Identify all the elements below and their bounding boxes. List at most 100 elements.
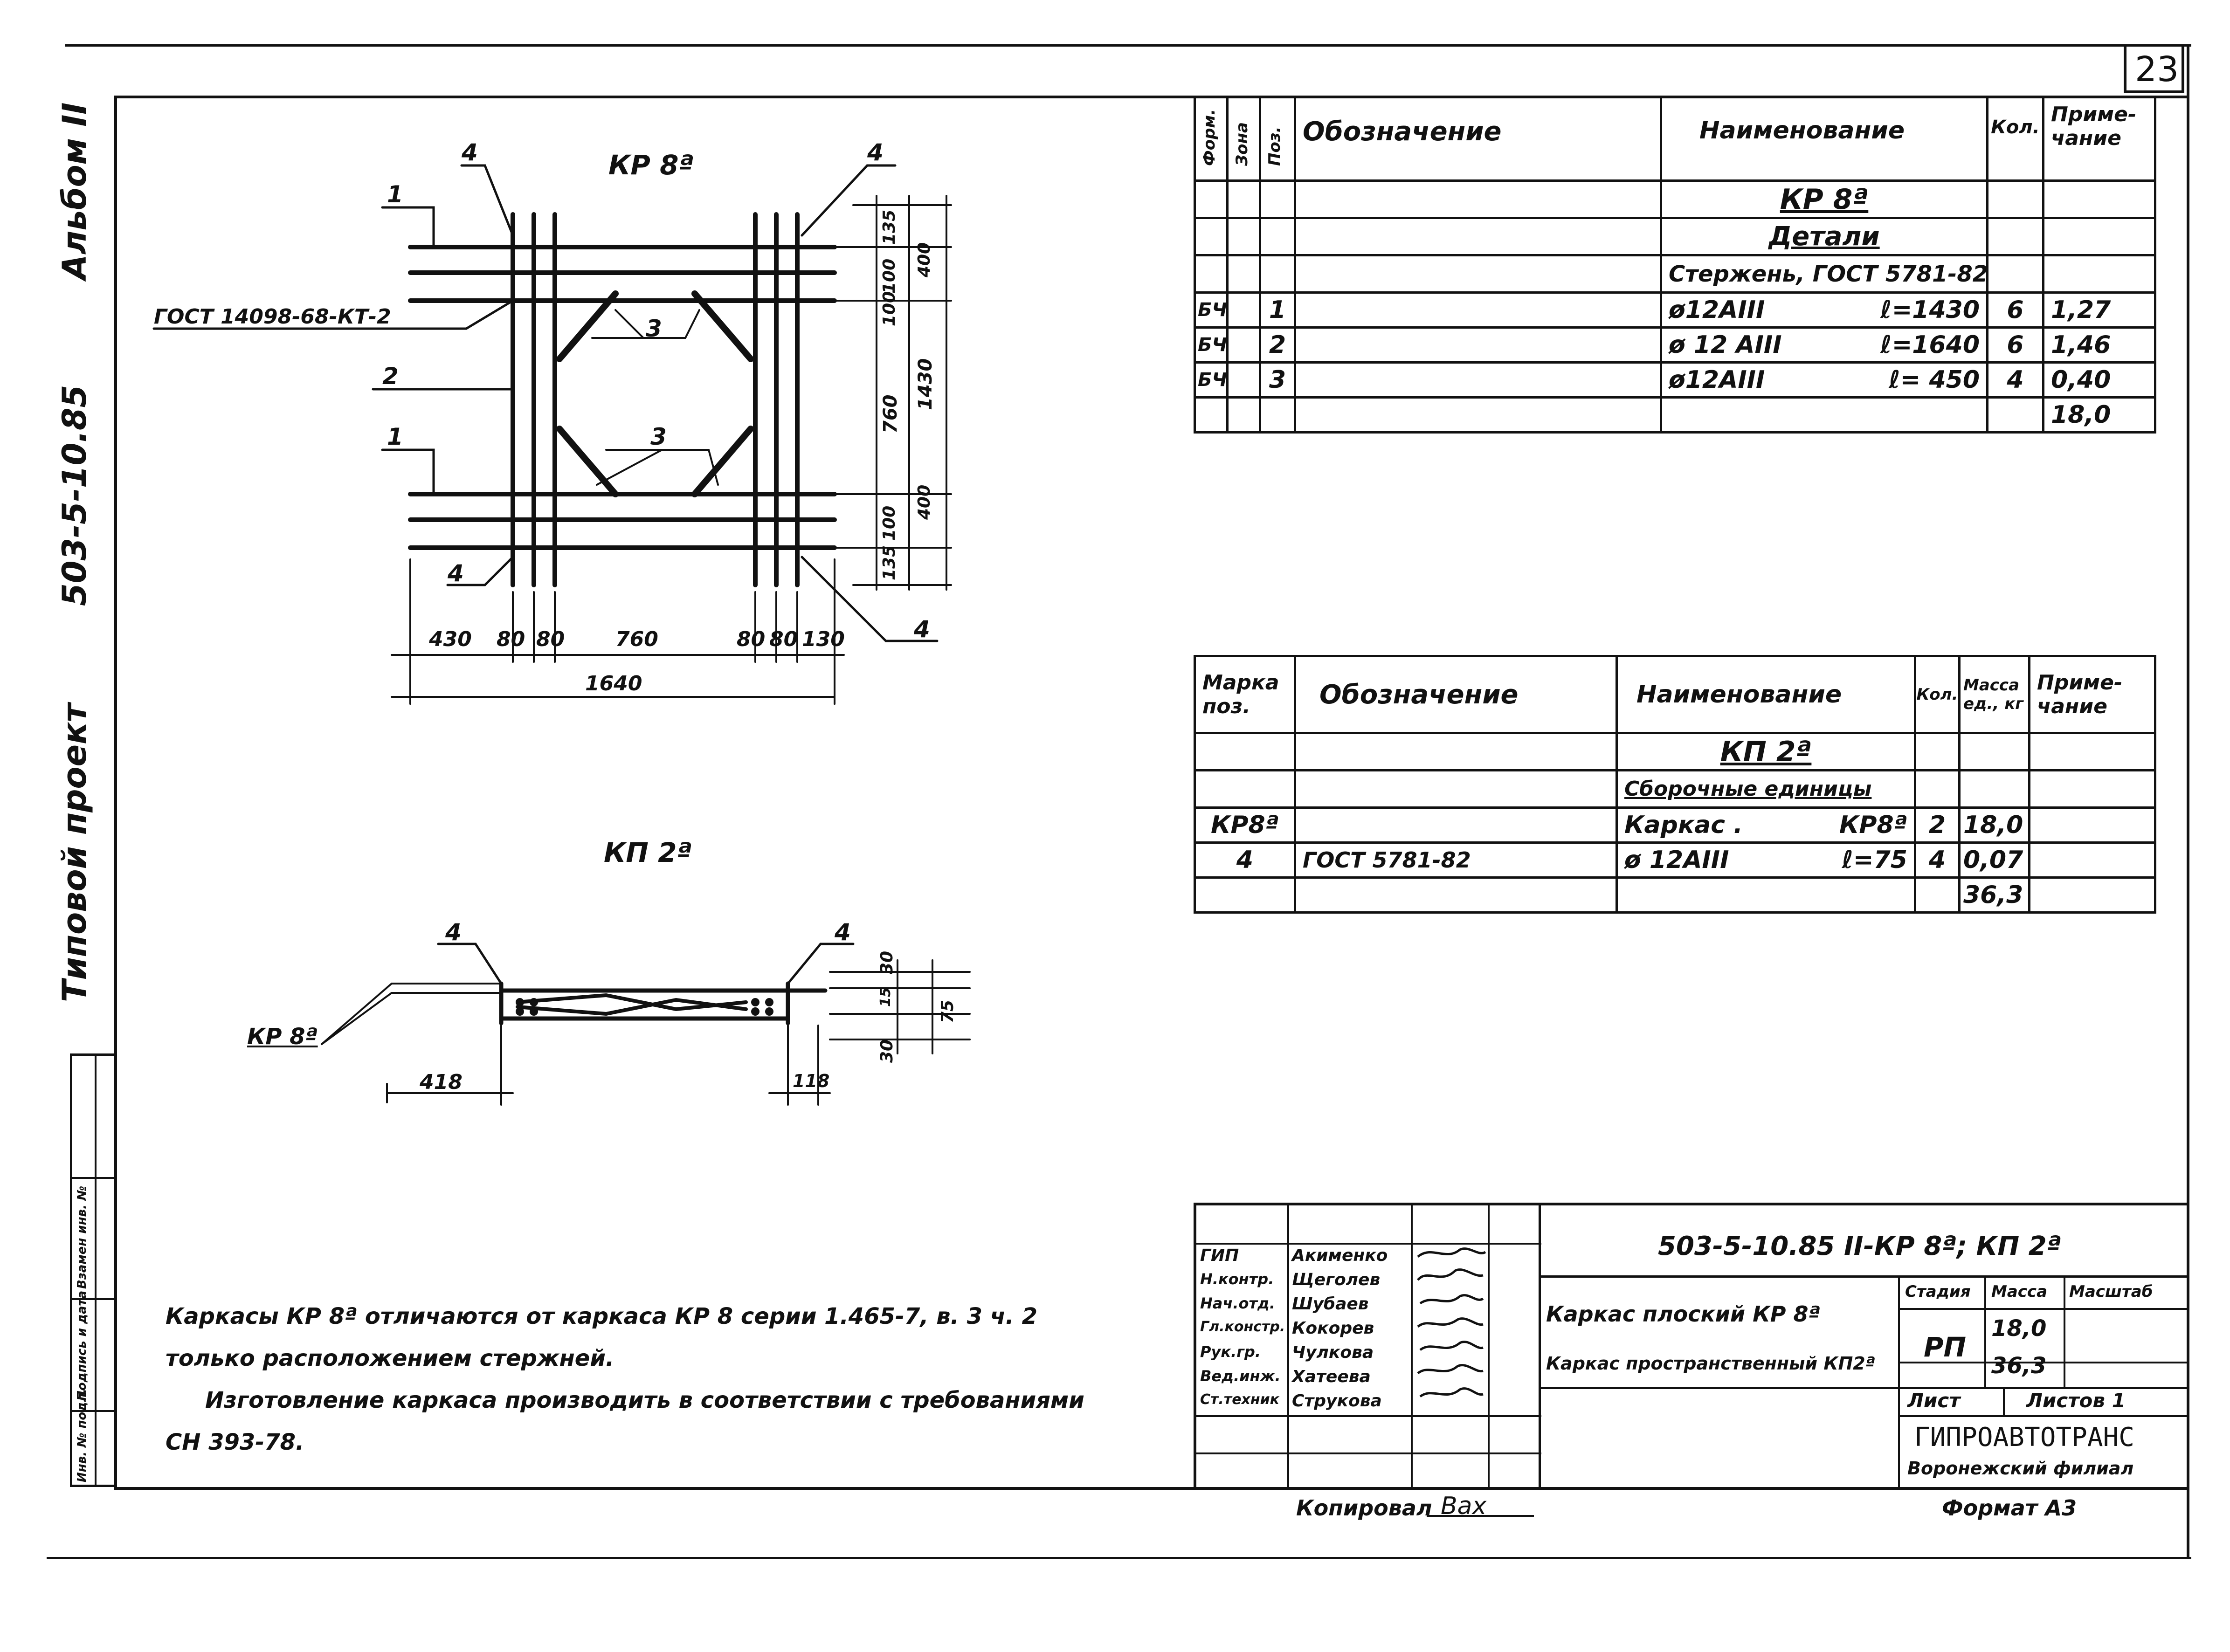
frame-right (2187, 47, 2189, 1557)
callout-4d: 4 (914, 616, 930, 643)
tb-name2: Каркас пространственный КП2ª (1546, 1353, 1876, 1374)
dim-1640: 1640 (585, 672, 642, 695)
tb-role-1: Н.контр. (1200, 1270, 1274, 1288)
frame-top (114, 96, 2189, 98)
callout-3a: 3 (646, 315, 662, 342)
footer-copied: Копировал (1296, 1495, 1432, 1521)
callout-4c: 4 (448, 560, 464, 587)
table-row: КР8ª Каркас .КР8ª 2 18,0 (1194, 806, 2156, 844)
callout-3b: 3 (650, 423, 667, 450)
spec2-section-sub: Сборочные единицы (1616, 769, 1916, 809)
dim-130: 130 (802, 627, 845, 651)
col-qty: Кол. (1914, 655, 1961, 734)
callout-4a: 4 (462, 139, 478, 166)
col-mass: Масса ед., кг (1958, 655, 2030, 734)
drawing2-dim-15: 15 (877, 987, 894, 1007)
tb-mass2: 36,3 (1991, 1353, 2047, 1379)
col-designation: Обозначение (1294, 96, 1662, 182)
dim-80a: 80 (497, 627, 525, 651)
dim-80d: 80 (769, 627, 798, 651)
tb-signatures (1417, 1247, 1486, 1398)
col-note: Приме- чание (2028, 655, 2156, 734)
spec1-group: Стержень, ГОСТ 5781-82 (1660, 254, 1988, 294)
tb-sheets-h: Листов 1 (2026, 1389, 2126, 1412)
spec-table-kp2: Марка поз. Обозначение Наименование Кол.… (1194, 655, 2156, 914)
frame-left (114, 96, 117, 1489)
drawing2-dim-75: 75 (938, 999, 957, 1023)
drawing2-dim-30b: 30 (877, 1039, 897, 1063)
tb-org1: ГИПРОАВТОТРАНС (1914, 1422, 2135, 1452)
dim-80b: 80 (536, 627, 565, 651)
note-line3: Изготовление каркаса производить в соотв… (205, 1387, 1084, 1413)
drawing2-callout-a: 4 (445, 919, 462, 946)
tb-name-3: Кокорев (1292, 1319, 1374, 1338)
spec2-total: 36,3 (1958, 876, 2030, 914)
drawing2-title: КП 2ª (604, 837, 692, 868)
tb-mass1: 18,0 (1991, 1315, 2047, 1342)
tb-mass-h: Масса (1991, 1282, 2048, 1301)
tb-scale-h: Масштаб (2069, 1282, 2153, 1301)
col-qty: Кол. (1986, 96, 2044, 182)
tb-name-0: Акименко (1292, 1246, 1388, 1265)
tb-name-4: Чулкова (1292, 1343, 1374, 1362)
footer-signature-underline (1427, 1515, 1534, 1517)
col-zone: Зона (1226, 96, 1261, 182)
sheet-number: 23 (2135, 49, 2179, 89)
drawing2-label: КР 8ª (247, 1024, 318, 1050)
spec1-section-sub: Детали (1660, 217, 1988, 256)
tb-stage-h: Стадия (1905, 1282, 1971, 1301)
tb-role-2: Нач.отд. (1200, 1294, 1276, 1312)
callout-1a: 1 (387, 181, 403, 208)
side-stamp: Инв. № подл. Подпись и дата Взамен инв. … (70, 1053, 117, 1487)
tb-stage: РП (1924, 1331, 1967, 1363)
note-line4: СН 393-78. (166, 1429, 304, 1455)
col-name: Наименование (1660, 96, 1988, 182)
col-name: Наименование (1616, 655, 1916, 734)
tb-role-0: ГИП (1200, 1246, 1239, 1265)
dim-760: 760 (615, 627, 658, 651)
tb-name-6: Струкова (1292, 1391, 1382, 1411)
tb-sheet-h: Лист (1907, 1389, 1961, 1412)
col-mark: Марка поз. (1194, 655, 1296, 734)
tb-role-5: Вед.инж. (1200, 1367, 1281, 1385)
tb-code: 503-5-10.85 II-КР 8ª; КП 2ª (1658, 1231, 2062, 1261)
col-note: Приме- чание (2042, 96, 2156, 182)
callout-4b: 4 (867, 139, 884, 166)
col-pos: Поз. (1259, 96, 1296, 182)
dim-430: 430 (429, 627, 472, 651)
tb-name1: Каркас плоский КР 8ª (1546, 1301, 1821, 1327)
top-rule (65, 44, 2191, 47)
tb-name-2: Шубаев (1292, 1294, 1369, 1314)
title-block: ГИП Акименко Н.контр. Щеголев Нач.отд. Ш… (1194, 1203, 2189, 1490)
drawing1-title: КР 8ª (608, 149, 694, 181)
callout-2: 2 (382, 363, 399, 390)
note-line1: Каркасы КР 8ª отличаются от каркаса КР 8… (166, 1303, 1037, 1329)
drawing2-callout-b: 4 (835, 919, 851, 946)
tb-name-1: Щеголев (1292, 1270, 1381, 1289)
tb-name-5: Хатеева (1292, 1367, 1371, 1386)
spec1-total: 18,0 (2042, 396, 2156, 434)
dim-80c: 80 (737, 627, 766, 651)
frame-bottom (114, 1487, 2189, 1490)
tb-org2: Воронежский филиал (1907, 1458, 2134, 1479)
drawing1-gost-label: ГОСТ 14098-68-КТ-2 (154, 305, 391, 329)
drawing2-dim-118: 118 (793, 1071, 830, 1091)
spec1-section-title: КР 8ª (1660, 179, 1988, 219)
spec2-section-title: КП 2ª (1616, 732, 1916, 771)
drawing2-dim-418: 418 (420, 1070, 463, 1094)
callout-1b: 1 (387, 423, 403, 450)
tb-role-4: Рук.гр. (1200, 1343, 1261, 1361)
spec-table-kr8: Форм. Зона Поз. Обозначение Наименование… (1194, 96, 2156, 434)
note-line2: только расположением стержней. (166, 1345, 614, 1371)
tb-role-6: Ст.техник (1200, 1391, 1279, 1408)
col-format: Форм. (1194, 96, 1229, 182)
sheet-number-box: 23 (2124, 47, 2184, 93)
col-designation: Обозначение (1294, 655, 1618, 734)
drawing2-dim-30a: 30 (877, 950, 897, 974)
